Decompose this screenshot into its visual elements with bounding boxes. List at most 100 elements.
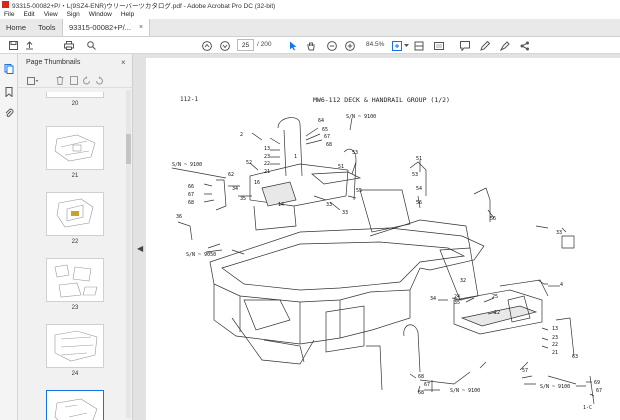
part-label: 33 <box>342 210 348 216</box>
sn-label: S/N ~ 9100 <box>450 388 480 394</box>
tab-tools[interactable]: Tools <box>32 19 62 36</box>
thumbnail-22[interactable]: 22 <box>46 192 104 245</box>
select-icon[interactable] <box>288 40 298 51</box>
menu-window[interactable]: Window <box>88 10 112 18</box>
rotate-cw-icon[interactable] <box>95 76 104 85</box>
part-label: 13 <box>552 326 558 332</box>
menu-view[interactable]: View <box>43 10 58 18</box>
part-label: 57 <box>522 368 528 374</box>
rotate-ccw-icon[interactable] <box>82 76 91 85</box>
part-label: 21 <box>264 169 270 175</box>
part-label: 32 <box>460 278 466 284</box>
hand-icon[interactable] <box>306 40 316 51</box>
part-label: 23 <box>264 154 270 160</box>
part-label: 21 <box>552 350 558 356</box>
zoom-out-icon[interactable] <box>327 40 337 51</box>
part-label: 35 <box>454 300 460 306</box>
part-label: 25 <box>492 294 498 300</box>
down-icon[interactable] <box>220 40 230 51</box>
sn-label: S/N ~ 9100 <box>172 162 202 168</box>
thumbnail-page <box>46 126 104 170</box>
thumbnail-20[interactable]: 20 <box>46 92 104 107</box>
part-label: 68 <box>418 374 424 380</box>
save-icon[interactable] <box>8 40 18 51</box>
pdf-page <box>146 58 620 420</box>
search-icon[interactable] <box>86 40 96 51</box>
insert-page-icon[interactable] <box>70 76 78 85</box>
panel-title: Page Thumbnails <box>26 59 81 66</box>
thumbnail-label: 23 <box>71 305 79 311</box>
attachments-icon[interactable] <box>4 108 14 118</box>
fit-dropdown-icon[interactable] <box>403 40 409 51</box>
thumbnail-label: 20 <box>71 101 79 107</box>
page-footer: 1-C <box>583 405 593 411</box>
zoom-in-icon[interactable] <box>345 40 355 51</box>
menu-file[interactable]: File <box>4 10 15 18</box>
thumbnails-icon[interactable] <box>4 64 14 74</box>
highlight-icon[interactable] <box>500 40 510 51</box>
panel-close-icon[interactable]: × <box>121 58 126 67</box>
thumbnail-page <box>46 324 104 368</box>
part-label: 35 <box>240 196 246 202</box>
menu-edit[interactable]: Edit <box>23 10 35 18</box>
thumbnail-25[interactable] <box>46 390 104 420</box>
delete-icon[interactable] <box>56 76 64 85</box>
part-label: 67 <box>324 134 330 140</box>
window-title: 93315-00082+P/・L(9SZ4-ENR)ウリーバーツカタログ.pdf… <box>12 2 276 10</box>
part-label: 23 <box>552 335 558 341</box>
options-icon[interactable] <box>27 77 39 85</box>
part-label: 54 <box>416 186 422 192</box>
upload-icon[interactable] <box>24 40 34 51</box>
part-label: 56 <box>416 200 422 206</box>
bookmarks-icon[interactable] <box>4 87 14 97</box>
scroll-icon[interactable] <box>414 40 424 51</box>
parts-diagram: 2 13 23 22 21 1 64 65 67 68 62 66 67 68 … <box>171 114 602 405</box>
page-total: / 200 <box>257 41 272 48</box>
menu-bar: File Edit View Sign Window Help <box>0 9 620 19</box>
thumbnails-scrollbar[interactable] <box>126 90 131 418</box>
page-number-input[interactable]: 25 <box>237 39 254 51</box>
tab-bar: Home Tools 93315-00082+P/... × <box>0 19 620 37</box>
thumbnail-21[interactable]: 21 <box>46 126 104 179</box>
part-label: 14 <box>278 202 284 208</box>
part-label: 51 <box>338 164 344 170</box>
title-bar: 93315-00082+P/・L(9SZ4-ENR)ウリーバーツカタログ.pdf… <box>0 0 620 10</box>
menu-sign[interactable]: Sign <box>66 10 80 18</box>
thumbnail-24[interactable]: 24 <box>46 324 104 377</box>
scrollbar-thumb[interactable] <box>126 134 131 164</box>
zoom-level[interactable]: 84.5% <box>366 41 385 48</box>
part-label: 69 <box>594 380 600 386</box>
acrobat-app-icon <box>2 1 9 8</box>
part-label: 67 <box>596 388 602 394</box>
tab-home[interactable]: Home <box>0 19 32 36</box>
part-label: 56 <box>490 216 496 222</box>
up-icon[interactable] <box>202 40 212 51</box>
collapse-panel-icon[interactable]: ◀ <box>137 244 144 253</box>
tab-document[interactable]: 93315-00082+P/... × <box>62 19 151 36</box>
pen-icon[interactable] <box>480 40 490 51</box>
part-label: 36 <box>176 214 182 220</box>
part-label: 68 <box>418 390 424 396</box>
part-label: 67 <box>188 192 194 198</box>
part-label: 52 <box>246 160 252 166</box>
sn-label: S/N ~ 9100 <box>346 114 376 120</box>
fit-icon[interactable] <box>392 40 402 51</box>
share-icon[interactable] <box>520 40 530 51</box>
part-label: 53 <box>412 172 418 178</box>
page-reference: 112-1 <box>180 96 199 103</box>
thumbnail-label: 24 <box>71 371 79 377</box>
keyboard-icon[interactable] <box>434 40 444 51</box>
tab-home-label: Home <box>6 23 27 32</box>
part-label: 34 <box>232 186 238 192</box>
comment-icon[interactable] <box>460 40 470 51</box>
part-label: 68 <box>326 142 332 148</box>
part-label: 33 <box>326 202 332 208</box>
part-label: 51 <box>416 156 422 162</box>
thumbnail-label: 21 <box>71 173 79 179</box>
tab-close-icon[interactable]: × <box>138 24 144 31</box>
menu-help[interactable]: Help <box>120 10 135 18</box>
thumbnail-23[interactable]: 23 <box>46 258 104 311</box>
part-label: 22 <box>552 342 558 348</box>
print-icon[interactable] <box>64 40 74 51</box>
tab-tools-label: Tools <box>38 23 56 32</box>
